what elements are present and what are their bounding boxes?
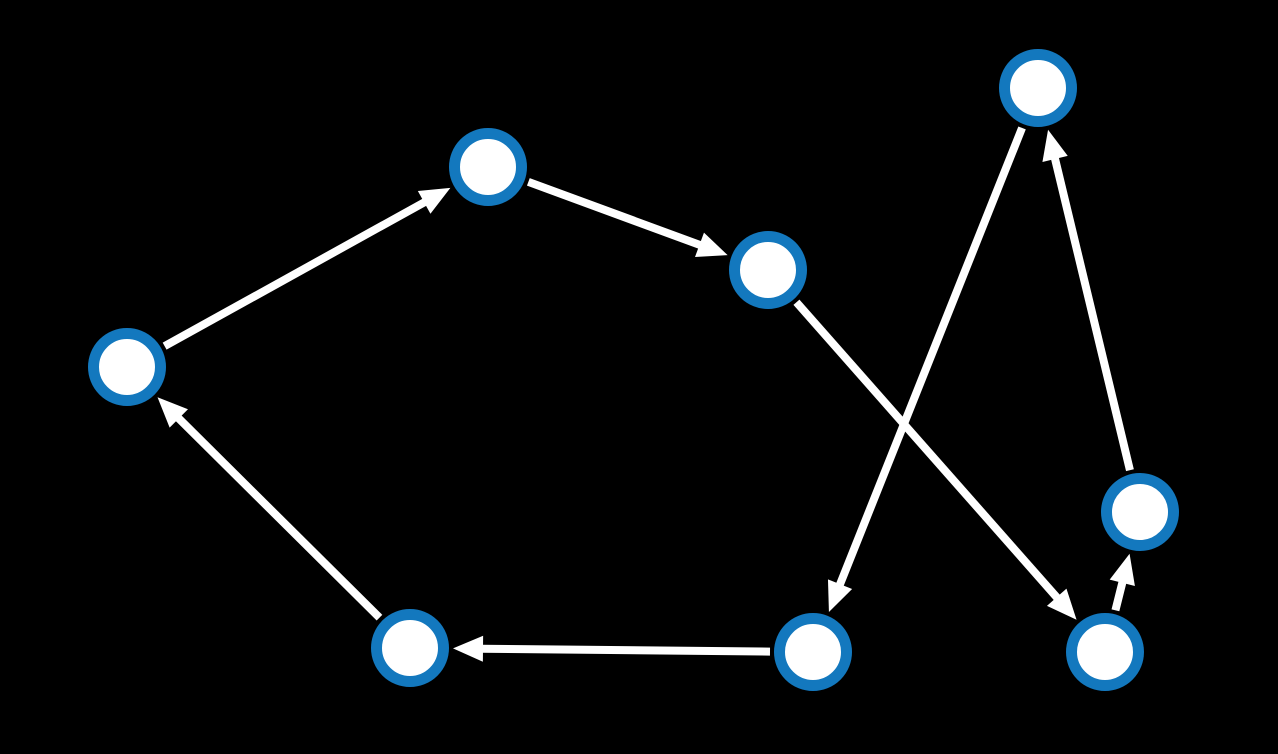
node-bottom-middle[interactable] [774,613,852,691]
arrowhead-icon [827,579,853,613]
node-bottom-right[interactable] [1066,613,1144,691]
edge-upper-middle-to-bottom-right[interactable] [793,299,1077,620]
edge-line [1050,155,1134,472]
arrowhead-icon [452,635,484,662]
node-circle [1101,473,1179,551]
arrowhead-icon [1109,553,1135,586]
node-circle [999,49,1077,127]
edge-bottom-right-to-right-middle[interactable] [1109,553,1135,612]
edge-line [526,178,704,250]
node-left[interactable] [88,328,166,406]
node-circle [1066,613,1144,691]
arrowhead-icon [695,232,728,257]
edge-right-middle-to-top-right[interactable] [1042,129,1134,472]
node-top-right[interactable] [999,49,1077,127]
arrowhead-icon [417,187,451,214]
arrowhead-icon [1042,129,1068,163]
node-layer [88,49,1179,691]
edge-line [480,644,771,656]
edge-bottom-left-to-left[interactable] [157,397,383,621]
arrowhead-icon [1046,588,1077,620]
edge-line [1111,579,1127,612]
edge-top-right-to-bottom-middle[interactable] [827,126,1026,613]
node-upper-middle[interactable] [729,231,807,309]
edge-layer [157,126,1135,662]
node-circle [729,231,807,309]
node-bottom-left[interactable] [371,609,449,687]
edge-bottom-middle-to-bottom-left[interactable] [452,635,771,662]
edge-line [162,197,429,350]
node-right-middle[interactable] [1101,473,1179,551]
node-circle [371,609,449,687]
node-upper-left[interactable] [449,128,527,206]
edge-line [835,126,1026,588]
arrowhead-icon [157,397,188,428]
node-circle [88,328,166,406]
edge-upper-left-to-upper-middle[interactable] [526,178,728,257]
node-circle [774,613,852,691]
node-circle [449,128,527,206]
edge-line [174,413,383,621]
edge-left-to-upper-left[interactable] [162,187,451,350]
edge-line [793,299,1062,602]
